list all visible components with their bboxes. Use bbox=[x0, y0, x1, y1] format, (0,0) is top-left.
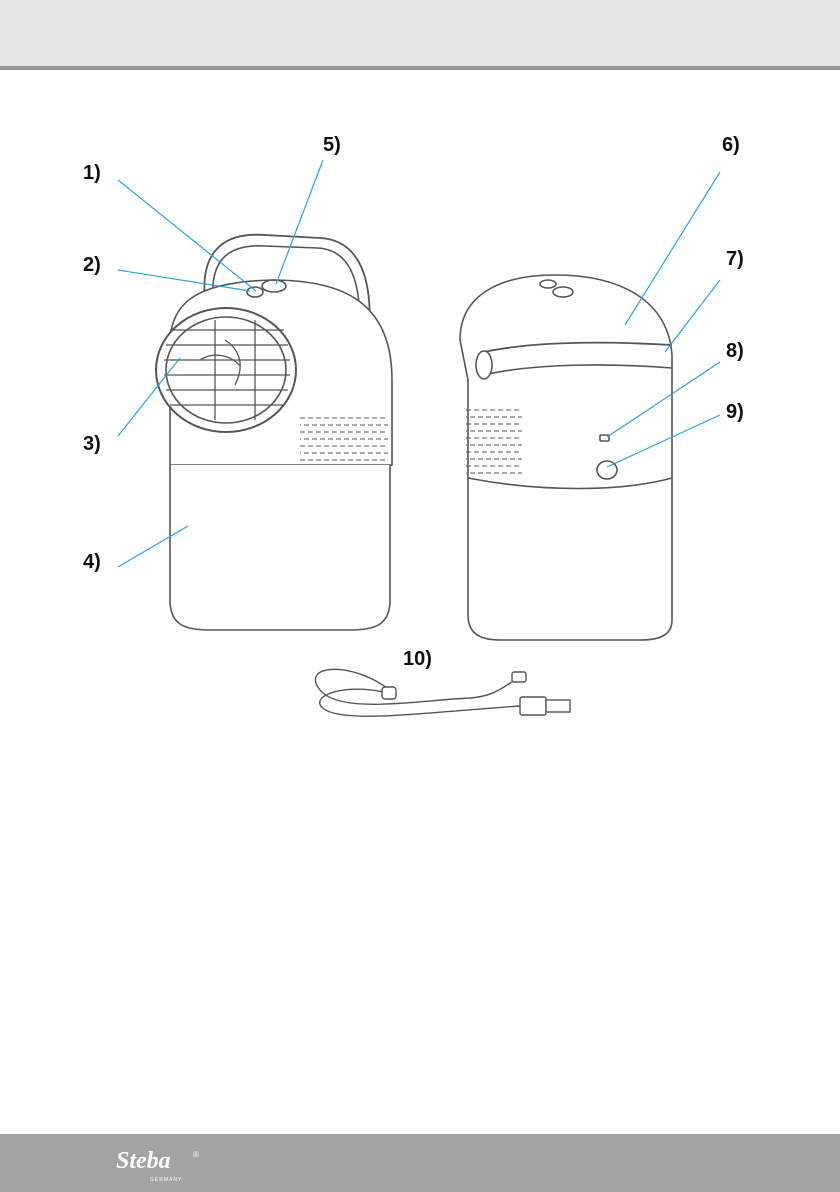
callout-6: 6) bbox=[722, 134, 740, 157]
callout-8: 8) bbox=[726, 340, 744, 363]
callout-4: 4) bbox=[83, 551, 101, 574]
callout-5: 5) bbox=[323, 134, 341, 157]
brand-logo: Steba bbox=[116, 1148, 171, 1174]
callout-7: 7) bbox=[726, 248, 744, 271]
brand-logo-mark: ® bbox=[193, 1150, 199, 1159]
rear-view-fan bbox=[460, 275, 672, 640]
brand-logo-tagline: GERMANY bbox=[150, 1177, 182, 1183]
callout-1: 1) bbox=[83, 162, 101, 185]
callout-3: 3) bbox=[83, 433, 101, 456]
usb-cable bbox=[315, 669, 570, 716]
callout-10: 10) bbox=[403, 648, 432, 671]
callout-9: 9) bbox=[726, 401, 744, 424]
callout-2: 2) bbox=[83, 254, 101, 277]
front-view-fan bbox=[156, 235, 392, 630]
